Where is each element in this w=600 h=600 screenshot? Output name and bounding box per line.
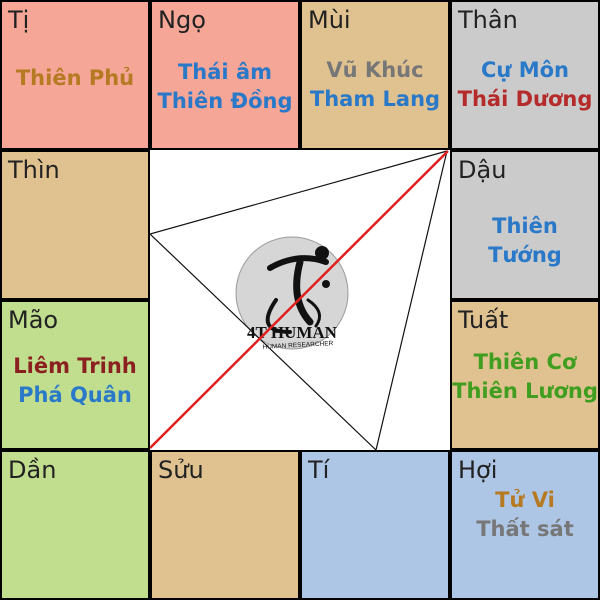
red-diagonal-line	[150, 150, 449, 449]
star-label: Liêm Trinh	[13, 354, 137, 378]
palace-name: Mùi	[308, 6, 351, 34]
star-list: Liêm Trinh Phá Quân	[2, 352, 148, 410]
star-list: Thiên Tướng	[452, 212, 598, 270]
star-label: Tham Lang	[309, 87, 441, 111]
star-label: Thiên Tướng	[488, 214, 562, 267]
star-label: Thiên Phủ	[15, 66, 135, 90]
palace-suu: Sửu	[152, 452, 298, 598]
star-label: Thái âm	[177, 60, 272, 84]
star-label: Cự Môn	[481, 58, 569, 82]
palace-name: Tí	[308, 456, 330, 484]
palace-hoi: Hợi Tử Vi Thất sát	[452, 452, 598, 598]
star-list: Cự Môn Thái Dương	[452, 56, 598, 114]
palace-thin: Thìn	[2, 152, 148, 298]
palace-name: Thân	[458, 6, 518, 34]
palace-name: Dần	[8, 456, 57, 484]
palace-name: Tuất	[458, 306, 509, 334]
logo-tagline: HUMAN RESEARCHER	[262, 340, 333, 351]
star-label: Thiên Lương	[452, 379, 598, 403]
star-list: Thái âm Thiên Đồng	[152, 58, 298, 116]
palace-dau: Dậu Thiên Tướng	[452, 152, 598, 298]
palace-name: Hợi	[458, 456, 498, 484]
palace-tuat: Tuất Thiên Cơ Thiên Lương	[452, 302, 598, 448]
star-list: Thiên Phủ	[2, 64, 148, 93]
star-list: Tử Vi Thất sát	[452, 486, 598, 544]
palace-ti-snake: Tị Thiên Phủ	[2, 2, 148, 148]
center-diagram: 4T HUMAN HUMAN RESEARCHER	[150, 150, 449, 450]
palace-mao: Mão Liêm Trinh Phá Quân	[2, 302, 148, 448]
star-label: Thiên Đồng	[157, 89, 293, 113]
triangle-lines	[150, 150, 448, 450]
palace-name: Sửu	[158, 456, 204, 484]
star-label: Thất sát	[476, 517, 574, 541]
palace-than: Thân Cự Môn Thái Dương	[452, 2, 598, 148]
palace-name: Thìn	[8, 156, 60, 184]
star-label: Thiên Cơ	[473, 350, 577, 374]
logo-figure-icon	[265, 246, 330, 334]
center-panel: 4T HUMAN HUMAN RESEARCHER	[150, 150, 450, 450]
palace-mui: Mùi Vũ Khúc Tham Lang	[302, 2, 448, 148]
star-list: Thiên Cơ Thiên Lương	[452, 348, 598, 406]
star-label: Tử Vi	[495, 488, 555, 512]
star-label: Phá Quân	[18, 383, 132, 407]
star-label: Thái Dương	[457, 87, 593, 111]
palace-name: Tị	[8, 6, 30, 34]
star-list: Vũ Khúc Tham Lang	[302, 56, 448, 114]
palace-dan: Dần	[2, 452, 148, 598]
palace-ti-rat: Tí	[302, 452, 448, 598]
palace-name: Dậu	[458, 156, 507, 184]
palace-ngo: Ngọ Thái âm Thiên Đồng	[152, 2, 298, 148]
palace-name: Mão	[8, 306, 59, 334]
star-label: Vũ Khúc	[326, 58, 424, 82]
palace-name: Ngọ	[158, 6, 206, 34]
